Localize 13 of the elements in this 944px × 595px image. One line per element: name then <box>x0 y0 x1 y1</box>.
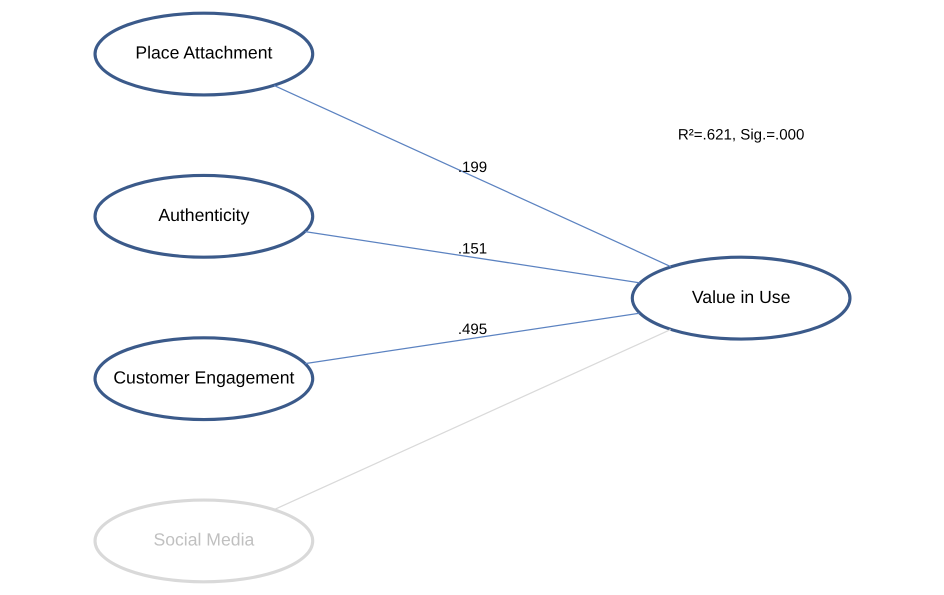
node-ellipse: Authenticity <box>92 174 314 259</box>
connector <box>274 329 670 510</box>
node-ellipse: Place Attachment <box>92 12 314 96</box>
node-ellipse: Social Media <box>92 498 314 584</box>
edge-label: .151 <box>457 240 487 258</box>
node-ellipse: Customer Engagement <box>92 336 314 422</box>
edge-label: .199 <box>457 158 487 176</box>
node-ellipse: Value in Use <box>630 256 852 341</box>
connector <box>304 312 640 364</box>
connector <box>304 231 640 284</box>
edge-label: .495 <box>457 321 487 338</box>
label: R²=.621, Sig.=.000 <box>677 126 804 144</box>
connector <box>273 84 671 268</box>
